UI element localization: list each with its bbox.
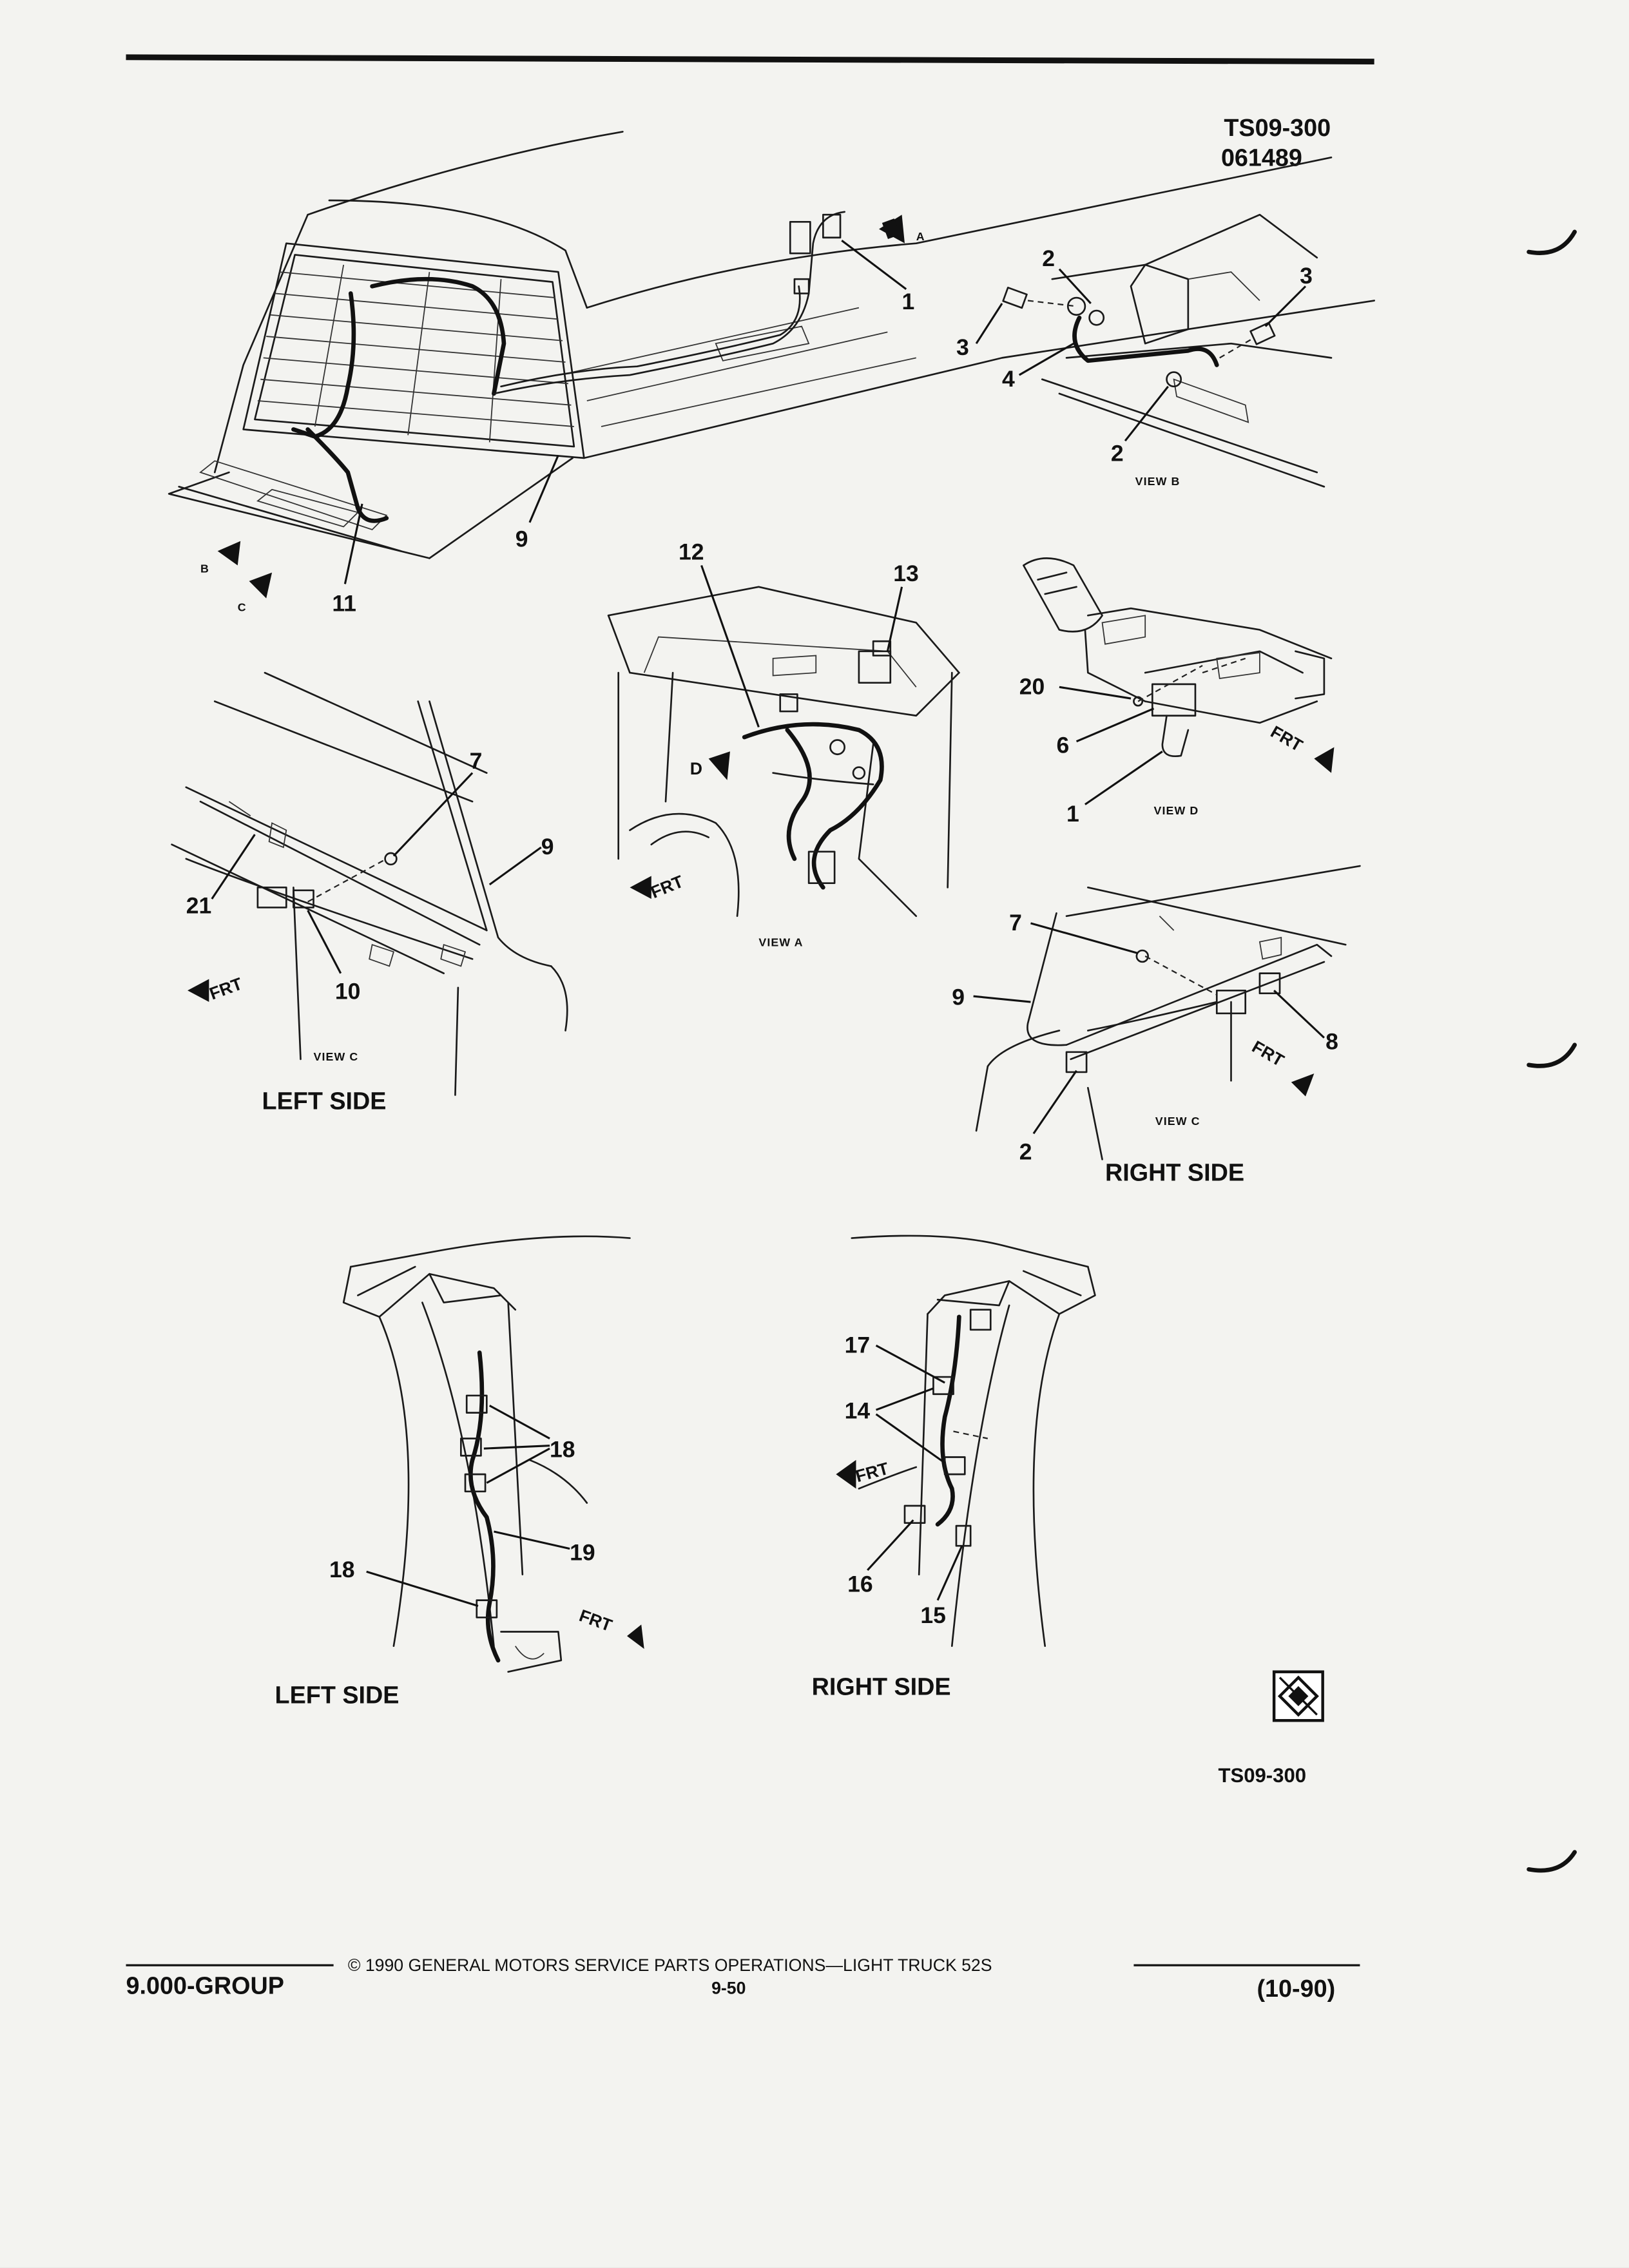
view-c-left-label: VIEW C <box>314 1050 359 1063</box>
callout-12-view-a: 12 <box>679 539 704 565</box>
view-c-right-label: VIEW C <box>1155 1115 1200 1128</box>
arrow-letter-d: D <box>690 759 702 778</box>
right-side-label-upper: RIGHT SIDE <box>1105 1160 1244 1187</box>
frt-label-lower-left: FRT <box>577 1606 615 1635</box>
left-side-label-upper: LEFT SIDE <box>262 1088 387 1115</box>
arrow-letter-a: A <box>916 230 925 243</box>
frt-label-view-c-right: FRT <box>1249 1037 1287 1070</box>
callout-9-view-c-right: 9 <box>952 984 965 1010</box>
arrow-letter-b: B <box>200 562 209 575</box>
binder-mark <box>1527 1850 1577 1873</box>
arrow-letter-c: C <box>238 601 247 614</box>
footer-date: (10-90) <box>1257 1975 1335 2003</box>
view-b-label: VIEW B <box>1135 475 1181 488</box>
callout-8-view-c-right: 8 <box>1325 1028 1338 1054</box>
footer-page-number: 9-50 <box>711 1979 746 1998</box>
footer-copyright: © 1990 GENERAL MOTORS SERVICE PARTS OPER… <box>348 1956 992 1975</box>
callout-9-main: 9 <box>516 526 528 552</box>
callout-2-view-b: 2 <box>1042 245 1055 271</box>
view-c-right-diagram: FRT <box>975 865 1361 1160</box>
frt-label-view-c-left: FRT <box>207 974 245 1004</box>
binder-mark <box>1527 1043 1577 1068</box>
figure-symbol-icon <box>1272 1670 1324 1722</box>
view-b-diagram <box>1002 213 1333 488</box>
callout-3-view-b: 3 <box>1300 263 1313 289</box>
view-a-diagram: D FRT <box>607 586 960 918</box>
callout-1-main: 1 <box>902 289 915 314</box>
binder-mark <box>1527 229 1577 255</box>
callout-1-view-d: 1 <box>1066 801 1079 827</box>
callout-20-view-d: 20 <box>1019 673 1045 699</box>
main-cab-view: A B C <box>168 131 1375 614</box>
date-code: 061489 <box>1221 145 1302 172</box>
view-d-diagram: FRT <box>1023 557 1335 773</box>
lower-right-pillar-diagram: FRT <box>836 1235 1096 1648</box>
callout-13-view-a: 13 <box>893 561 919 586</box>
callout-6-view-d: 6 <box>1056 733 1069 758</box>
drawing-id: TS09-300 <box>1224 115 1331 142</box>
footer-group: 9.000-GROUP <box>126 1973 284 2000</box>
frt-label-lower-right: FRT <box>853 1459 891 1486</box>
callout-2-view-b: 2 <box>1111 440 1124 466</box>
callout-10-view-c-left: 10 <box>335 979 361 1004</box>
callout-2-view-c-right: 2 <box>1019 1139 1032 1164</box>
callout-3-view-b: 3 <box>956 334 969 360</box>
view-c-left-diagram: FRT <box>171 671 568 1096</box>
view-a-label: VIEW A <box>758 936 803 948</box>
callout-17-lower-right: 17 <box>845 1332 871 1358</box>
callout-14-lower-right: 14 <box>845 1398 871 1424</box>
figure-reference: TS09-300 <box>1218 1764 1306 1787</box>
frt-label-view-a: FRT <box>648 872 686 902</box>
lower-left-pillar-diagram: FRT <box>342 1235 644 1673</box>
callout-9-view-c-left: 9 <box>541 834 554 860</box>
callout-19-lower-left: 19 <box>570 1539 595 1565</box>
callout-7-view-c-right: 7 <box>1009 910 1022 936</box>
top-rule <box>126 54 1374 64</box>
callout-18-lower-left: 18 <box>329 1557 355 1582</box>
frt-label-view-d: FRT <box>1268 722 1306 755</box>
callout-16-lower-right: 16 <box>847 1571 873 1597</box>
callout-11-main: 11 <box>332 591 356 617</box>
view-d-label: VIEW D <box>1154 804 1199 817</box>
callout-18-lower-left: 18 <box>550 1436 575 1462</box>
callout-4-view-b: 4 <box>1002 366 1015 392</box>
callout-21-view-c-left: 21 <box>186 892 212 918</box>
left-side-label-lower: LEFT SIDE <box>275 1682 400 1709</box>
callout-15-lower-right: 15 <box>920 1602 946 1628</box>
callout-7-view-c-left: 7 <box>470 748 483 774</box>
right-side-label-lower: RIGHT SIDE <box>812 1673 951 1700</box>
